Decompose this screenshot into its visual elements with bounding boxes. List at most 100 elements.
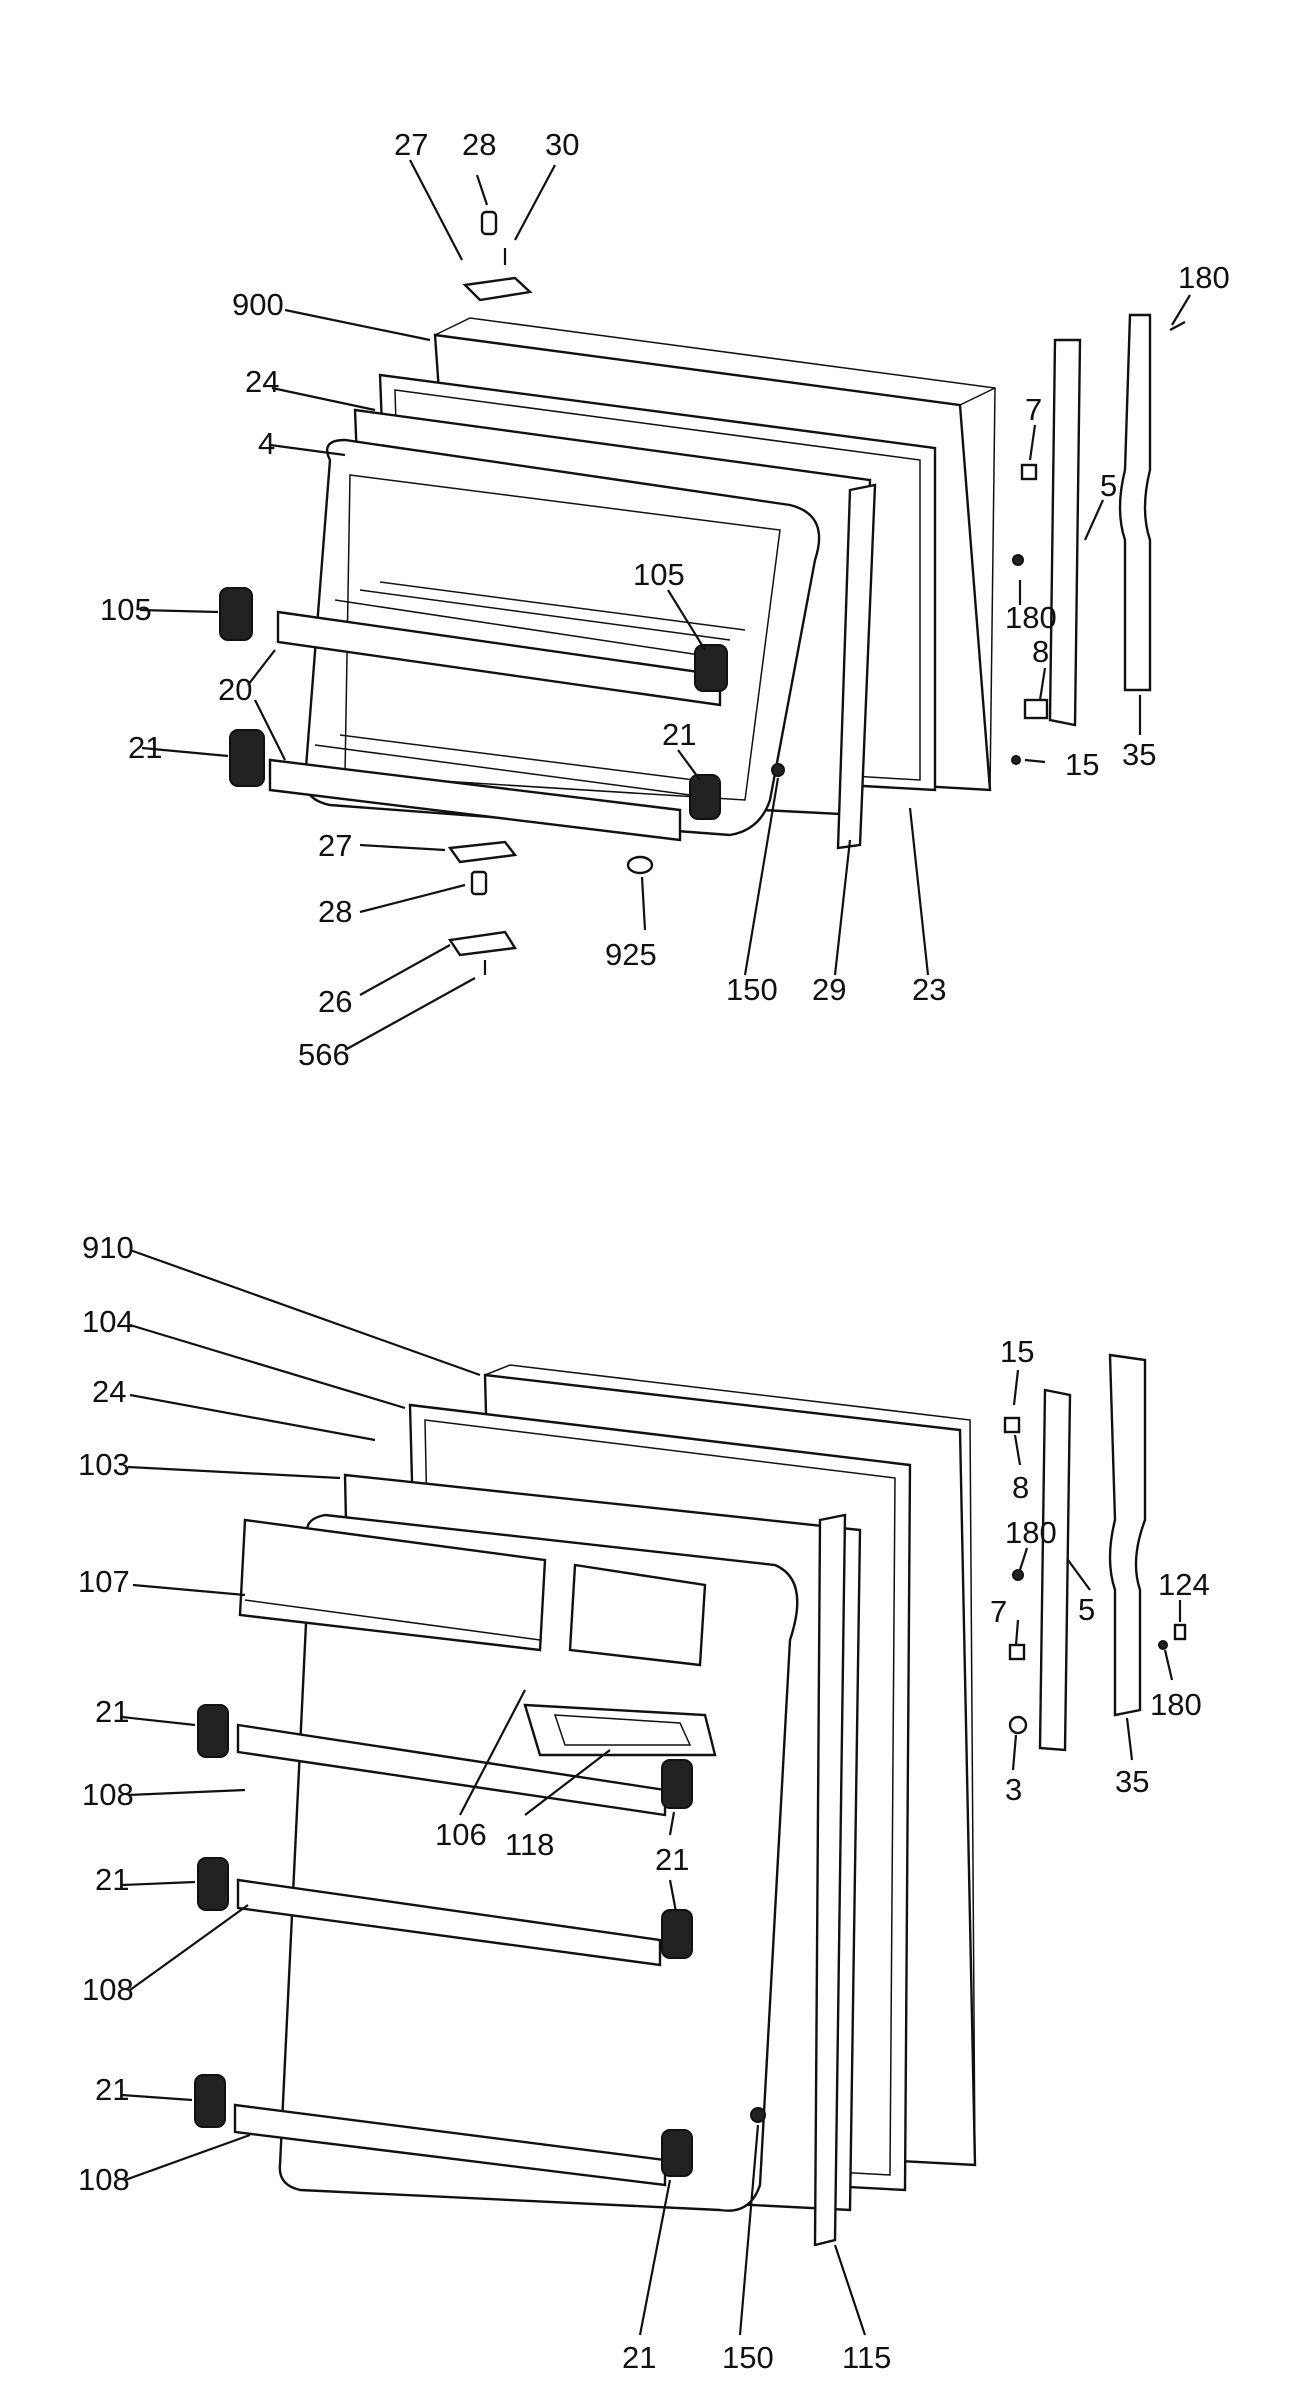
door-shelf-108-top — [236, 1723, 667, 1817]
label-27: 27 — [394, 127, 428, 162]
handle-mount-5 — [1048, 338, 1082, 727]
label-21-bottom-left: 21 — [95, 2072, 129, 2107]
top-hinge-27 — [462, 276, 533, 302]
clip-124 — [1173, 1623, 1187, 1641]
label-7: 7 — [1025, 392, 1042, 427]
label-21-left: 21 — [128, 730, 162, 765]
label-5-lower: 5 — [1078, 1592, 1095, 1627]
label-3: 3 — [1005, 1772, 1022, 1807]
upper-callout-labels: 27 28 30 180 900 24 4 7 5 105 180 105 8 … — [100, 127, 1230, 1072]
clip-7 — [1020, 463, 1038, 481]
shelf-end-cap-21-left — [229, 729, 265, 787]
label-150-lower: 150 — [722, 2340, 774, 2375]
hinge-bracket-26 — [447, 930, 518, 957]
shelf-cap-21-top-left — [197, 1704, 229, 1758]
label-21-top-left: 21 — [95, 1694, 129, 1729]
label-7-lower: 7 — [990, 1594, 1007, 1629]
door-shelf-108-mid — [236, 1878, 662, 1967]
label-910: 910 — [82, 1230, 134, 1265]
screw-150-lower — [750, 2107, 766, 2123]
lower-callout-labels: 910 104 15 24 103 8 180 107 124 5 7 180 … — [78, 1230, 1210, 2375]
label-566: 566 — [298, 1037, 350, 1072]
upper-door-assembly — [219, 210, 1186, 975]
label-4: 4 — [258, 426, 275, 461]
label-108-top: 108 — [82, 1777, 134, 1812]
handle-mount-5-lower — [1038, 1388, 1072, 1752]
bottom-hinge-27 — [447, 840, 518, 864]
label-180-handle: 180 — [1150, 1687, 1202, 1722]
screw-15 — [1011, 755, 1021, 765]
label-104: 104 — [82, 1304, 134, 1339]
screw-180 — [1012, 554, 1024, 566]
label-28-lower: 28 — [318, 894, 352, 929]
door-shelf-108-bottom — [233, 2103, 667, 2187]
label-900: 900 — [232, 287, 284, 322]
inner-door-liner — [303, 438, 821, 837]
shelf-end-cap-105-left — [219, 587, 253, 641]
label-21-right: 21 — [662, 717, 696, 752]
label-180-lower: 180 — [1005, 1515, 1057, 1550]
label-21-mid-left: 21 — [95, 1862, 129, 1897]
shelf-cap-21-bottom-right — [661, 2129, 693, 2177]
screw-180-lower — [1012, 1569, 1024, 1581]
shelf-end-cap-21-right — [689, 774, 721, 820]
hinge-pin-28-lower — [470, 870, 488, 896]
label-21-bottom: 21 — [622, 2340, 656, 2375]
door-stop-925 — [626, 855, 654, 875]
shelf-cap-21-bottom-left — [194, 2074, 226, 2128]
handle-35 — [1118, 313, 1152, 692]
label-925: 925 — [605, 937, 657, 972]
plug-3 — [1008, 1715, 1028, 1735]
label-115: 115 — [842, 2340, 891, 2375]
label-20: 20 — [218, 672, 252, 707]
label-103: 103 — [78, 1447, 130, 1482]
label-118: 118 — [505, 1827, 554, 1862]
label-24-lower: 24 — [92, 1374, 126, 1409]
handle-35-lower — [1108, 1353, 1147, 1717]
label-15: 15 — [1065, 747, 1099, 782]
label-35-lower: 35 — [1115, 1764, 1149, 1799]
label-5: 5 — [1100, 468, 1117, 503]
label-21-top-right: 21 — [655, 1842, 689, 1877]
label-180-mid: 180 — [1005, 600, 1057, 635]
label-150: 150 — [726, 972, 778, 1007]
label-8: 8 — [1032, 634, 1049, 669]
upper-leader-lines — [139, 159, 1191, 1051]
label-124: 124 — [1158, 1567, 1210, 1602]
shelf-end-cap-105-right — [694, 644, 728, 692]
hinge-pin-28 — [480, 210, 498, 236]
shelf-cap-21-top-right — [661, 1759, 693, 1809]
clip-7-lower — [1008, 1643, 1026, 1661]
label-105-right: 105 — [633, 557, 685, 592]
breaker-strip-29 — [836, 483, 877, 850]
label-35: 35 — [1122, 737, 1156, 772]
label-105-left: 105 — [100, 592, 152, 627]
breaker-strip — [813, 1513, 847, 2247]
label-15-lower: 15 — [1000, 1334, 1034, 1369]
handle-cap-8 — [1023, 698, 1049, 720]
upper-shelf-20 — [276, 581, 746, 707]
label-23: 23 — [912, 972, 946, 1007]
clip-8-lower — [1003, 1416, 1021, 1434]
inner-door-liner-lower — [278, 1513, 799, 2212]
lower-shelf-20 — [268, 734, 711, 842]
lower-leader-lines — [121, 1248, 1182, 2336]
label-24: 24 — [245, 364, 279, 399]
label-8-lower: 8 — [1012, 1470, 1029, 1505]
label-28: 28 — [462, 127, 496, 162]
label-108-bottom: 108 — [78, 2162, 130, 2197]
label-27-lower: 27 — [318, 828, 352, 863]
label-106: 106 — [435, 1817, 487, 1852]
shelf-cap-21-mid-left — [197, 1857, 229, 1911]
label-107: 107 — [78, 1564, 130, 1599]
shelf-cap-21-mid-right — [661, 1909, 693, 1959]
screw-150 — [771, 763, 785, 777]
lower-door-assembly — [194, 1353, 1187, 2247]
label-108-mid: 108 — [82, 1972, 134, 2007]
dairy-compartment-107 — [238, 1518, 707, 1667]
label-30: 30 — [545, 127, 579, 162]
egg-tray-118 — [523, 1703, 717, 1757]
screw-180-handle — [1158, 1640, 1168, 1650]
